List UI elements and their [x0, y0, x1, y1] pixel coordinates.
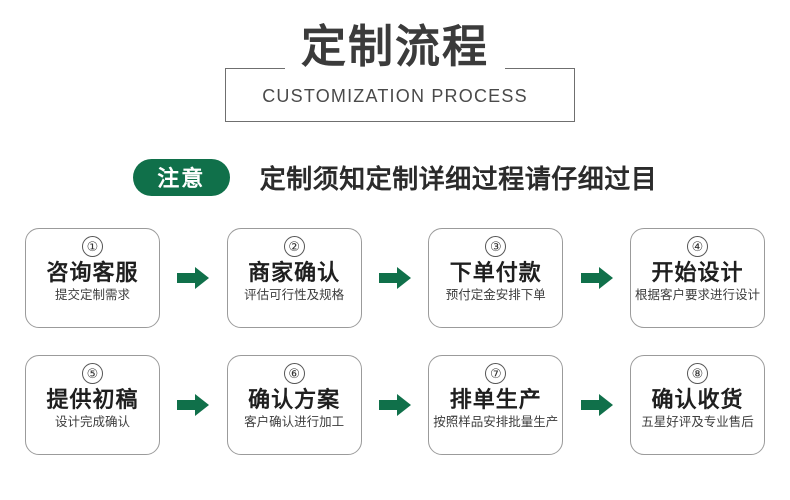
step-title-2: 商家确认 [248, 260, 341, 285]
step-desc-7: 按照样品安排批量生产 [433, 415, 559, 429]
step-card-3[interactable]: ③ 下单付款 预付定金安排下单 [428, 228, 564, 328]
notice-row: 注意 定制须知定制详细过程请仔细过目 [0, 152, 790, 202]
process-step-row-1: ① 咨询客服 提交定制需求 ② 商家确认 评估可行性及规格 ③ 下单付款 预付定… [25, 228, 765, 330]
process-step-row-2: ⑤ 提供初稿 设计完成确认 ⑥ 确认方案 客户确认进行加工 ⑦ 排单生产 按照样… [25, 355, 765, 457]
step-desc-3: 预付定金安排下单 [445, 288, 546, 302]
step-title-3: 下单付款 [449, 260, 542, 285]
process-steps: ① 咨询客服 提交定制需求 ② 商家确认 评估可行性及规格 ③ 下单付款 预付定… [25, 228, 765, 457]
arrow-right-icon [580, 228, 614, 328]
step-number-4: ④ [686, 236, 708, 257]
page-title-text: 定制流程 [284, 22, 505, 72]
step-desc-5: 设计完成确认 [54, 415, 130, 429]
notice-text: 定制须知定制详细过程请仔细过目 [259, 163, 658, 194]
step-number-3: ③ [485, 236, 507, 257]
step-card-6[interactable]: ⑥ 确认方案 客户确认进行加工 [226, 355, 362, 455]
arrow-right-icon [580, 355, 614, 455]
arrow-right-icon [378, 355, 412, 455]
step-desc-8: 五星好评及专业售后 [641, 415, 754, 429]
step-number-6: ⑥ [283, 363, 305, 384]
step-title-4: 开始设计 [651, 260, 744, 285]
step-card-8[interactable]: ⑧ 确认收货 五星好评及专业售后 [629, 355, 765, 455]
step-title-5: 提供初稿 [46, 387, 139, 412]
arrow-right-icon [176, 355, 210, 455]
step-card-2[interactable]: ② 商家确认 评估可行性及规格 [226, 228, 362, 328]
page-title: 定制流程 [0, 22, 790, 72]
page-header: 定制流程 CUSTOMIZATION PROCESS [0, 0, 790, 140]
step-title-6: 确认方案 [248, 387, 341, 412]
step-desc-6: 客户确认进行加工 [244, 415, 345, 429]
arrow-right-icon [378, 228, 412, 328]
page-subtitle: CUSTOMIZATION PROCESS [262, 86, 528, 106]
step-number-1: ① [82, 236, 103, 257]
arrow-right-icon [176, 228, 210, 328]
step-card-4[interactable]: ④ 开始设计 根据客户要求进行设计 [629, 228, 765, 328]
step-title-7: 排单生产 [449, 387, 542, 412]
notice-badge: 注意 [132, 158, 230, 196]
step-title-8: 确认收货 [651, 387, 744, 412]
step-title-1: 咨询客服 [46, 260, 139, 285]
step-card-5[interactable]: ⑤ 提供初稿 设计完成确认 [25, 355, 160, 455]
step-desc-2: 评估可行性及规格 [244, 288, 345, 302]
step-desc-1: 提交定制需求 [54, 288, 130, 302]
step-number-5: ⑤ [82, 363, 103, 384]
step-card-1[interactable]: ① 咨询客服 提交定制需求 [25, 228, 160, 328]
step-desc-4: 根据客户要求进行设计 [634, 288, 760, 302]
step-number-2: ② [283, 236, 305, 257]
step-card-7[interactable]: ⑦ 排单生产 按照样品安排批量生产 [428, 355, 564, 455]
step-number-8: ⑧ [686, 363, 708, 384]
step-number-7: ⑦ [485, 363, 507, 384]
